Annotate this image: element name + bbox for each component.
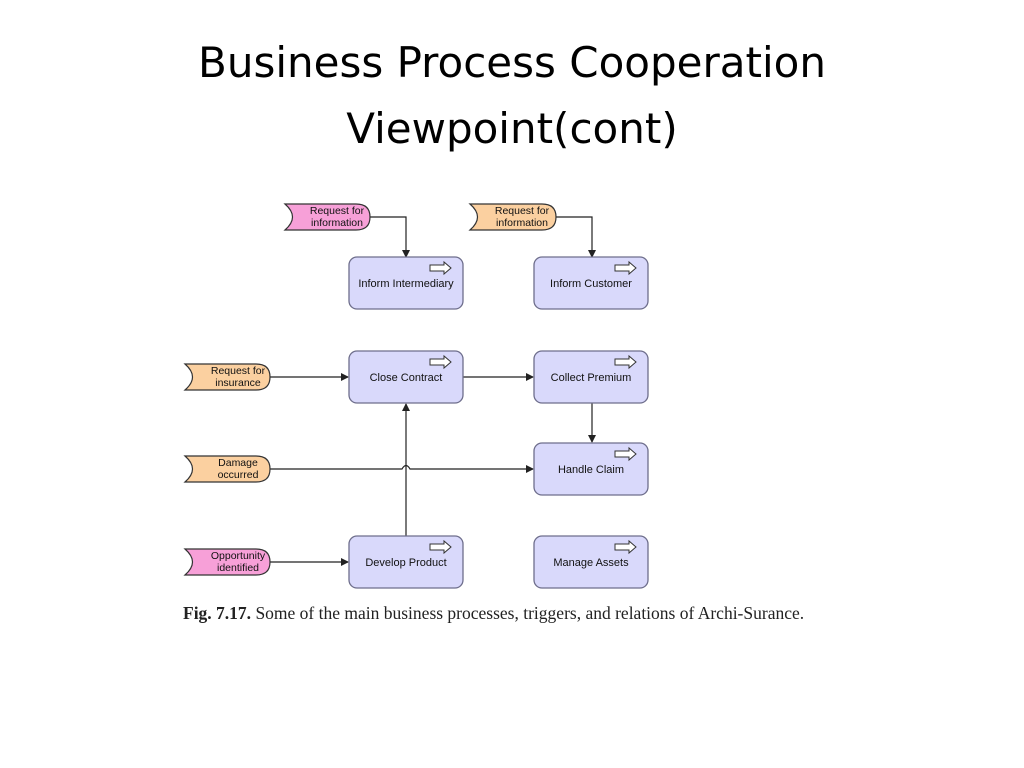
process-handle-claim: Handle Claim: [533, 442, 649, 496]
event-label-line-1: Damage: [218, 457, 258, 469]
figure-caption: Fig. 7.17. Some of the main business pro…: [183, 602, 843, 624]
event-label-line-1: Request for: [211, 365, 266, 377]
process-collect-premium: Collect Premium: [533, 350, 649, 404]
slide-title-line-1: Business Process Cooperation: [198, 38, 826, 87]
process-label: Inform Intermediary: [358, 278, 454, 290]
slide-title-line-2: Viewpoint(cont): [346, 104, 678, 153]
process-label: Close Contract: [370, 372, 443, 384]
process-label: Handle Claim: [558, 464, 624, 476]
figure-caption-text: Some of the main business processes, tri…: [251, 603, 805, 623]
process-label: Collect Premium: [551, 372, 632, 384]
event-request-for-information-2: Request for information: [468, 203, 557, 231]
event-label-line-2: occurred: [218, 469, 259, 481]
process-arrow-icon: [429, 539, 452, 555]
event-opportunity-identified: Opportunity identified: [183, 548, 271, 576]
process-arrow-icon: [614, 539, 637, 555]
slide-title: Business Process Cooperation Viewpoint(c…: [62, 30, 962, 162]
process-arrow-icon: [614, 446, 637, 462]
process-arrow-icon: [614, 354, 637, 370]
process-arrow-icon: [614, 260, 637, 276]
event-damage-occurred: Damage occurred: [183, 455, 271, 483]
process-close-contract: Close Contract: [348, 350, 464, 404]
event-label-line-1: Request for: [310, 205, 365, 217]
event-label-line-1: Request for: [495, 205, 550, 217]
event-label-line-2: identified: [217, 562, 259, 574]
connectors: [270, 216, 596, 566]
event-request-for-insurance: Request for insurance: [183, 363, 271, 391]
process-develop-product: Develop Product: [348, 535, 464, 589]
process-arrow-icon: [429, 260, 452, 276]
process-label: Develop Product: [365, 557, 446, 569]
connector-req-info-1-to-inform-intermediary: [370, 216, 410, 258]
event-label-line-2: information: [311, 217, 363, 229]
event-label-line-2: information: [496, 217, 548, 229]
process-label: Manage Assets: [553, 557, 629, 569]
figure-caption-label: Fig. 7.17.: [183, 603, 252, 623]
process-label: Inform Customer: [550, 278, 632, 290]
process-arrow-icon: [429, 354, 452, 370]
event-request-for-information-1: Request for information: [283, 203, 371, 231]
process-inform-customer: Inform Customer: [533, 256, 649, 310]
connector-damage-to-handle-claim: [270, 464, 534, 473]
connector-req-info-2-to-inform-customer: [556, 216, 596, 258]
event-label-line-1: Opportunity: [211, 550, 266, 562]
event-label-line-2: insurance: [215, 377, 261, 389]
process-inform-intermediary: Inform Intermediary: [348, 256, 464, 310]
process-manage-assets: Manage Assets: [533, 535, 649, 589]
